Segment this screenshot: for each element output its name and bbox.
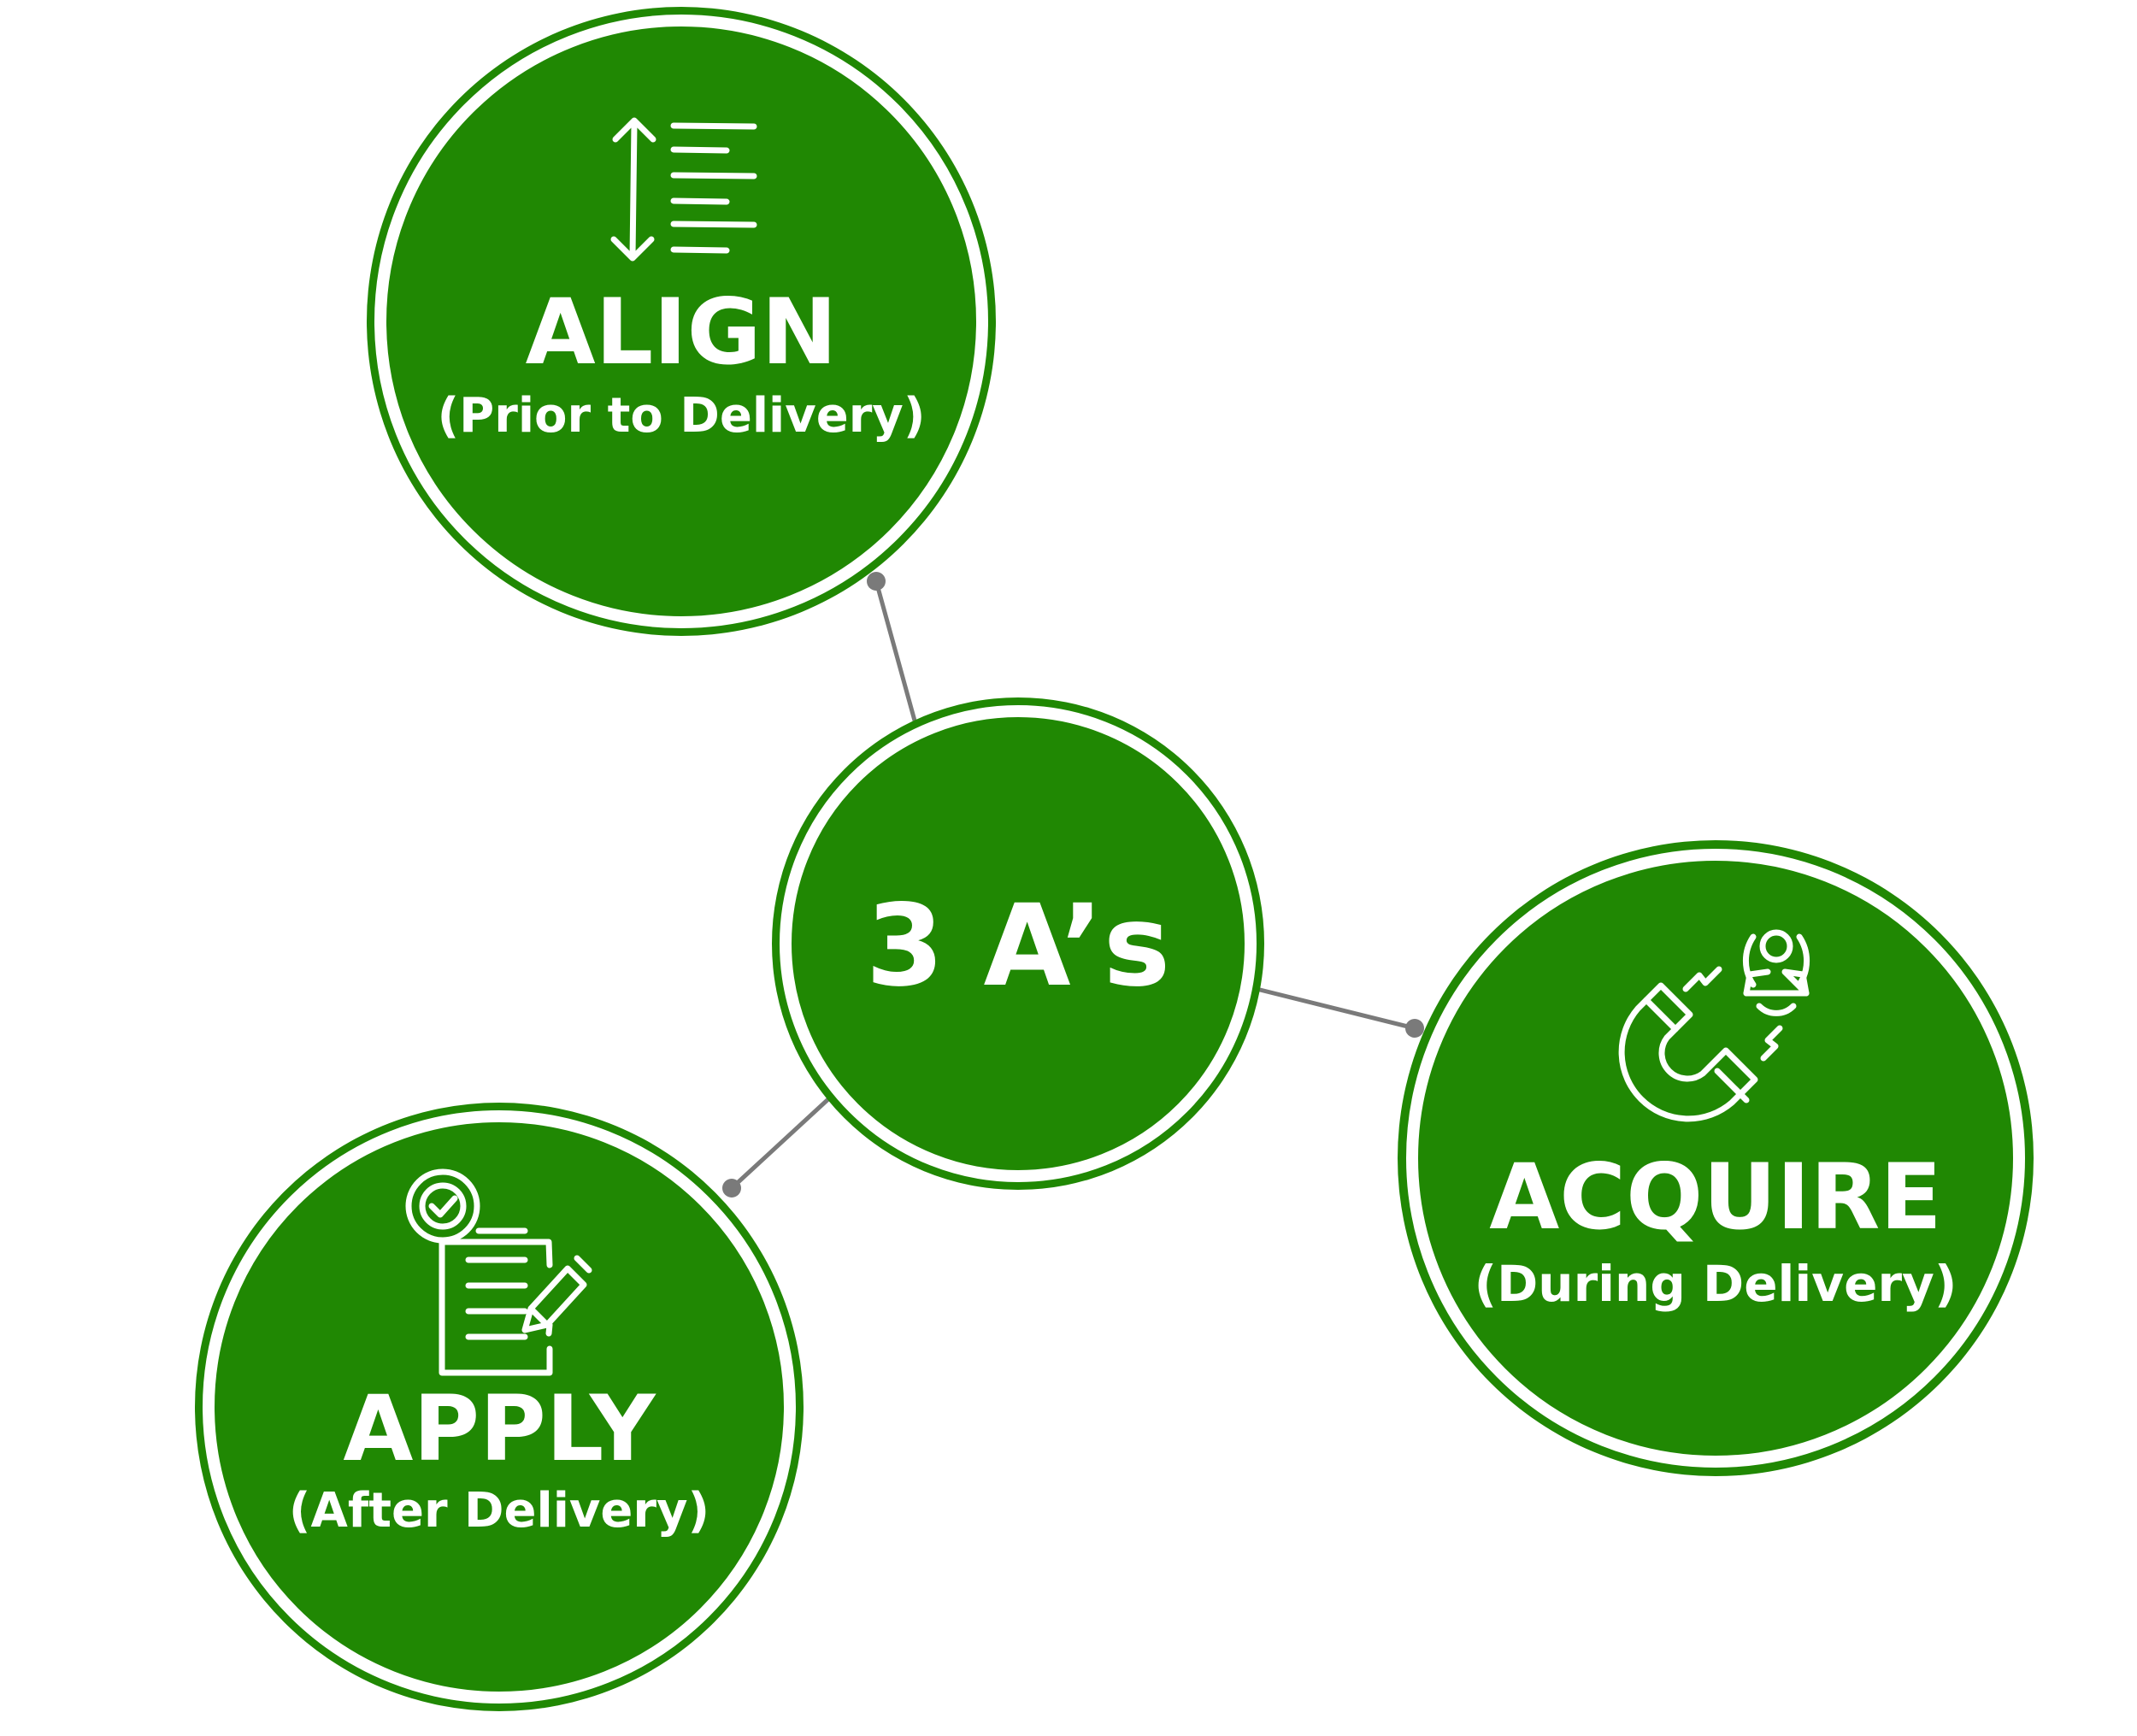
connector-dot-align xyxy=(867,572,886,591)
checklist-document-icon xyxy=(405,1168,592,1376)
acquire-subtitle: (During Delivery) xyxy=(1475,1255,1957,1313)
magnet-attract-person-icon xyxy=(1618,929,1810,1122)
apply-title: APPLY xyxy=(343,1376,656,1481)
align-title: ALIGN xyxy=(526,280,838,385)
connectors xyxy=(722,572,1424,1198)
node-acquire: ACQUIRE (During Delivery) xyxy=(1398,840,2034,1476)
align-subtitle: (Prior to Delivery) xyxy=(438,388,926,444)
apply-subtitle: (After Delivery) xyxy=(289,1483,709,1539)
connector-dot-apply xyxy=(722,1179,741,1198)
acquire-title: ACQUIRE xyxy=(1489,1145,1941,1250)
node-center: 3 A’s xyxy=(772,697,1264,1190)
connector-apply xyxy=(730,1097,831,1190)
connector-align xyxy=(874,580,917,721)
connector-dot-acquire xyxy=(1405,1019,1424,1038)
connector-acquire xyxy=(1256,986,1416,1031)
node-align: ALIGN (Prior to Delivery) xyxy=(367,7,996,636)
node-apply: APPLY (After Delivery) xyxy=(195,1103,804,1711)
align-lines-icon xyxy=(610,117,757,262)
center-label: 3 A’s xyxy=(866,880,1171,1012)
